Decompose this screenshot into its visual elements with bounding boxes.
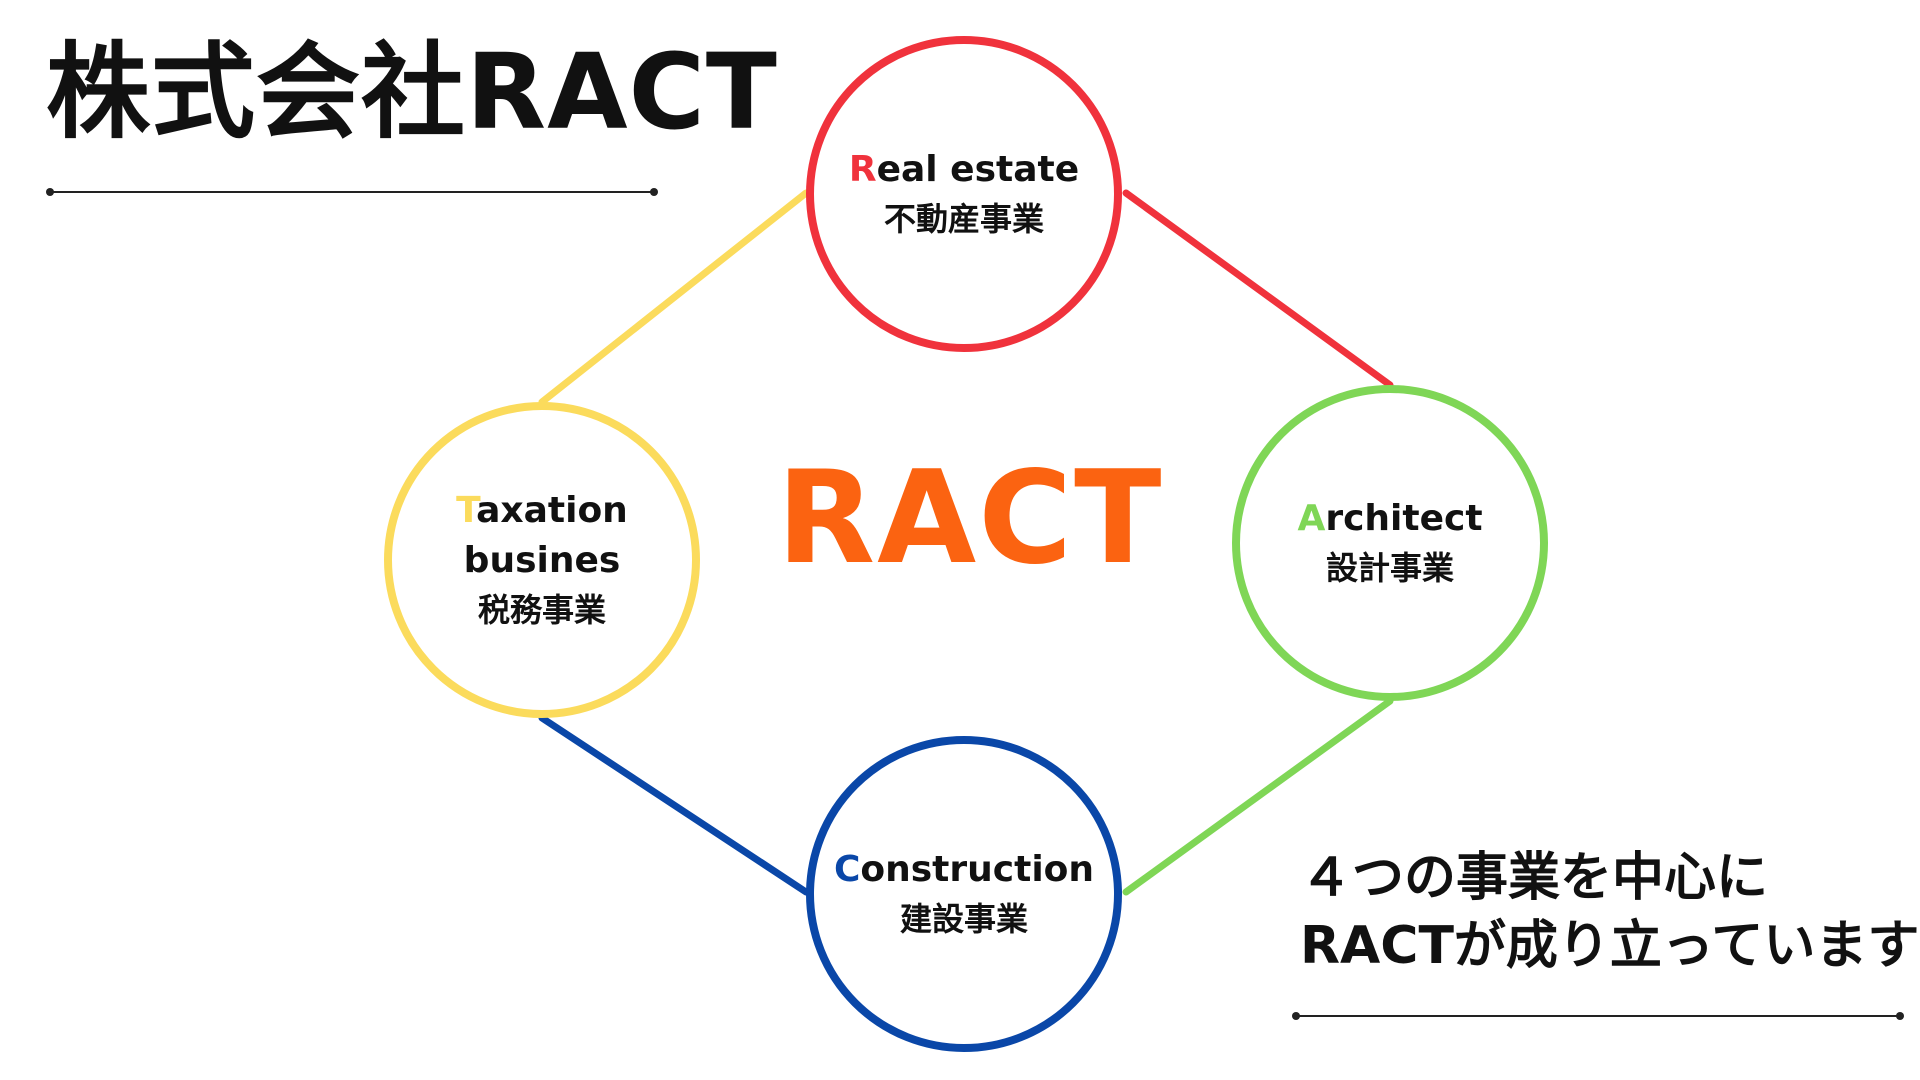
- taxation-label-rest: axation: [476, 489, 628, 531]
- caption-divider: [1292, 1012, 1904, 1020]
- taxation-label-line2: busines: [463, 540, 621, 581]
- architect-label-rest: rchitect: [1325, 497, 1483, 539]
- construction-label: Construction: [834, 845, 1094, 895]
- architect-label: Architect: [1297, 494, 1482, 544]
- caption-line-2: RACTが成り立っています: [1300, 915, 1920, 976]
- real-estate-jp: 不動産事業: [883, 200, 1044, 239]
- connector-real-architect: [1122, 189, 1394, 389]
- node-architect: Architect 設計事業: [1232, 385, 1548, 701]
- real-estate-label: Real estate: [849, 145, 1079, 195]
- taxation-initial: T: [456, 489, 477, 531]
- construction-initial: C: [833, 848, 861, 890]
- taxation-jp: 税務事業: [477, 591, 606, 630]
- caption: ４つの事業を中心に RACTが成り立っています: [1300, 845, 1919, 980]
- title-divider: [46, 188, 658, 196]
- construction-label-rest: onstruction: [860, 848, 1095, 890]
- node-taxation: Taxation busines 税務事業: [384, 402, 700, 718]
- company-title: 株式会社RACT: [46, 31, 778, 153]
- real-estate-initial: R: [848, 148, 877, 190]
- center-label: RACT: [776, 444, 1164, 593]
- node-construction: Construction 建設事業: [806, 736, 1122, 1052]
- real-estate-label-rest: eal estate: [876, 148, 1080, 190]
- caption-line-1: ４つの事業を中心に: [1300, 848, 1769, 908]
- architect-jp: 設計事業: [1325, 549, 1454, 588]
- connector-taxation-real: [538, 189, 810, 406]
- construction-jp: 建設事業: [899, 900, 1028, 939]
- connector-architect-construction: [1122, 697, 1394, 896]
- connector-construction-taxation: [538, 714, 810, 896]
- architect-initial: A: [1297, 497, 1326, 539]
- taxation-label: Taxation: [456, 486, 628, 536]
- node-real-estate: Real estate 不動産事業: [806, 36, 1122, 352]
